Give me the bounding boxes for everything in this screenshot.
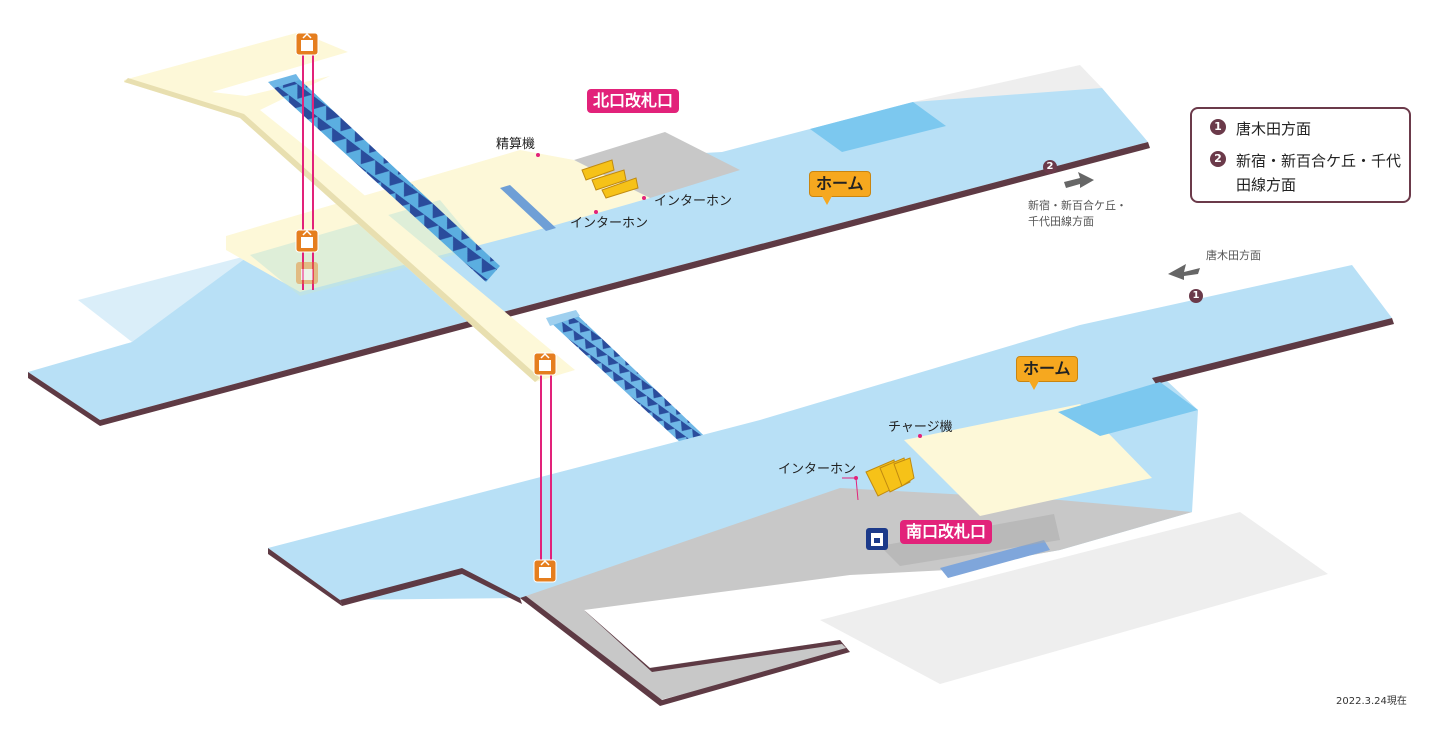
direction-2-map-label-line2: 千代田線方面	[1028, 215, 1094, 228]
elevator-icon[interactable]	[533, 559, 557, 583]
south-exit-escalator[interactable]	[940, 540, 1050, 578]
legend-number-2: 2	[1210, 151, 1226, 167]
lower-platform-edge-left	[268, 548, 342, 606]
direction-1-badge: 1	[1189, 289, 1203, 303]
upper-platform-label: ホーム	[809, 171, 871, 205]
bridge-corridor	[124, 32, 575, 382]
lower-platform-edge-front	[340, 568, 522, 606]
facility-markers	[536, 153, 922, 501]
elevator-icon[interactable]	[533, 352, 557, 376]
lower-escalator-rail	[546, 310, 580, 326]
legend-item-2: 2 新宿・新百合ケ丘・千代田線方面	[1210, 149, 1406, 197]
south-concourse[interactable]	[904, 404, 1152, 516]
south-gray-edge	[520, 596, 850, 706]
south-gate-label: 南口改札口	[900, 520, 993, 544]
upper-platform-edge-left	[28, 372, 100, 426]
lower-platform-level	[268, 265, 1394, 706]
elevator-icon-lower-ghost	[296, 262, 318, 284]
intercom-label: インターホン	[570, 216, 649, 231]
north-ticket-gates[interactable]	[581, 159, 639, 199]
direction-1-map-label: 唐木田方面	[1206, 249, 1261, 262]
restroom-icon[interactable]	[866, 528, 888, 550]
south-ticket-gates[interactable]	[865, 457, 915, 497]
direction-legend: 1 唐木田方面 2 新宿・新百合ケ丘・千代田線方面	[1190, 107, 1411, 203]
upper-platform-edge	[100, 142, 1150, 426]
lower-platform-edge	[1152, 318, 1394, 384]
south-exit-area	[820, 512, 1328, 684]
date-stamp: 2022.3.24現在	[1336, 696, 1407, 707]
upper-escalator-rail	[268, 74, 300, 88]
north-gate-label: 北口改札口	[587, 89, 680, 113]
legend-text-1: 唐木田方面	[1236, 120, 1312, 138]
legend-number-1: 1	[1210, 119, 1226, 135]
legend-text-2: 新宿・新百合ケ丘・千代田線方面	[1236, 152, 1402, 194]
elevator-icon[interactable]	[295, 32, 319, 56]
arrow-right-icon	[1064, 172, 1094, 188]
charge-machine-label: チャージ機	[888, 420, 953, 435]
arrow-left-icon	[1168, 264, 1200, 280]
upper-escalator[interactable]	[270, 76, 500, 282]
upper-platform-upgrade	[810, 102, 946, 152]
lower-platform-upgrade	[1058, 382, 1198, 436]
elevator-icon[interactable]	[295, 229, 319, 253]
fare-adjustment-label: 精算機	[496, 137, 536, 152]
lower-platform-label: ホーム	[1016, 356, 1078, 390]
intercom-label: インターホン	[778, 462, 857, 477]
north-gate-area[interactable]	[574, 132, 740, 198]
legend-item-1: 1 唐木田方面	[1210, 117, 1406, 141]
bridge-top[interactable]	[124, 32, 575, 382]
intercom-label: インターホン	[654, 194, 733, 209]
direction-2-map-label-line1: 新宿・新百合ケ丘・	[1028, 199, 1127, 212]
direction-2-badge: 2	[1043, 160, 1057, 174]
north-small-escalator[interactable]	[500, 185, 556, 231]
